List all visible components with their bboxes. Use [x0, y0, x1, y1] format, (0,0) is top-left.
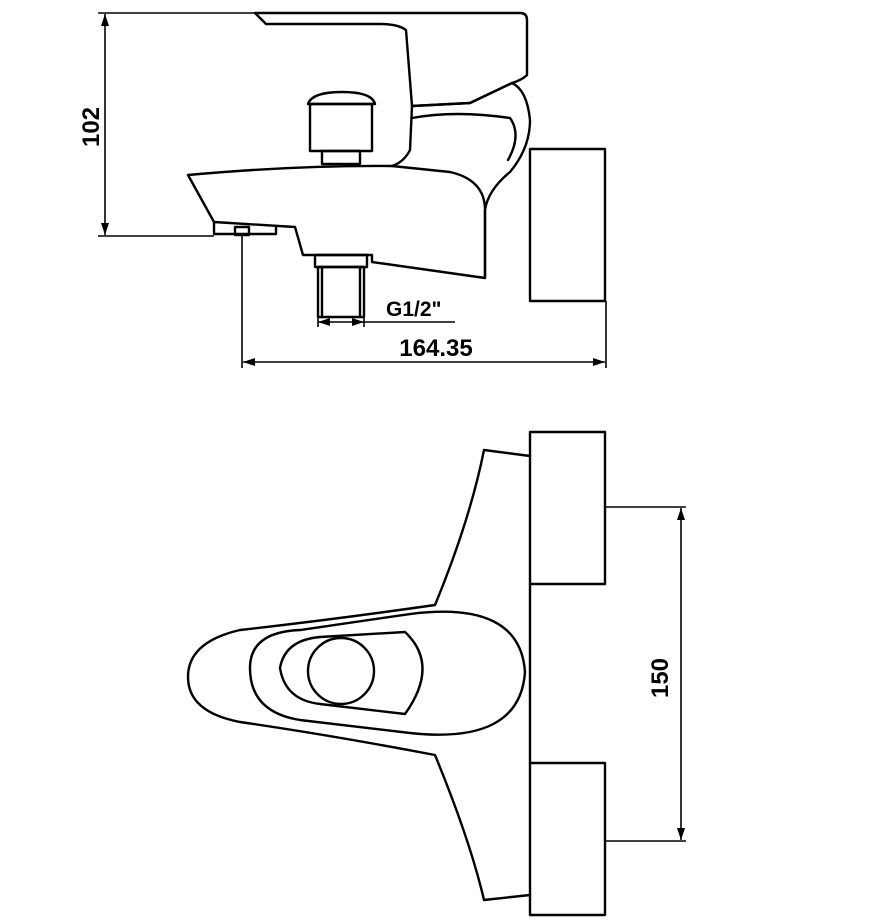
lever-opening: [278, 630, 424, 716]
body-outline: [186, 448, 532, 902]
valve-body-inner: [410, 112, 517, 162]
thread-outlet-top: [313, 253, 369, 269]
lower-connection-block: [528, 761, 607, 917]
valve-body: [410, 81, 532, 280]
thread-outlet-body: [316, 265, 366, 319]
spout-body: [186, 164, 487, 280]
top-view: 150: [186, 430, 686, 917]
thread-dimension-label: G1/2": [386, 298, 441, 321]
lever-outline: [248, 610, 527, 736]
upper-connection-block: [528, 430, 607, 586]
spacing-dimension-label: 150: [647, 658, 674, 698]
wall-mount-block: [528, 147, 607, 303]
valve-neck: [390, 104, 414, 168]
diverter-knob-cap: [306, 90, 377, 106]
lever-knob: [306, 636, 376, 706]
diverter-knob-stem: [320, 149, 362, 166]
spout-aerator: [233, 225, 251, 237]
side-view: 102 G1/2" 164.35: [78, 11, 607, 368]
height-dimension-label: 102: [78, 107, 105, 147]
diverter-knob-body: [308, 102, 374, 153]
length-dimension-label: 164.35: [399, 335, 472, 362]
lever-handle: [253, 11, 529, 108]
